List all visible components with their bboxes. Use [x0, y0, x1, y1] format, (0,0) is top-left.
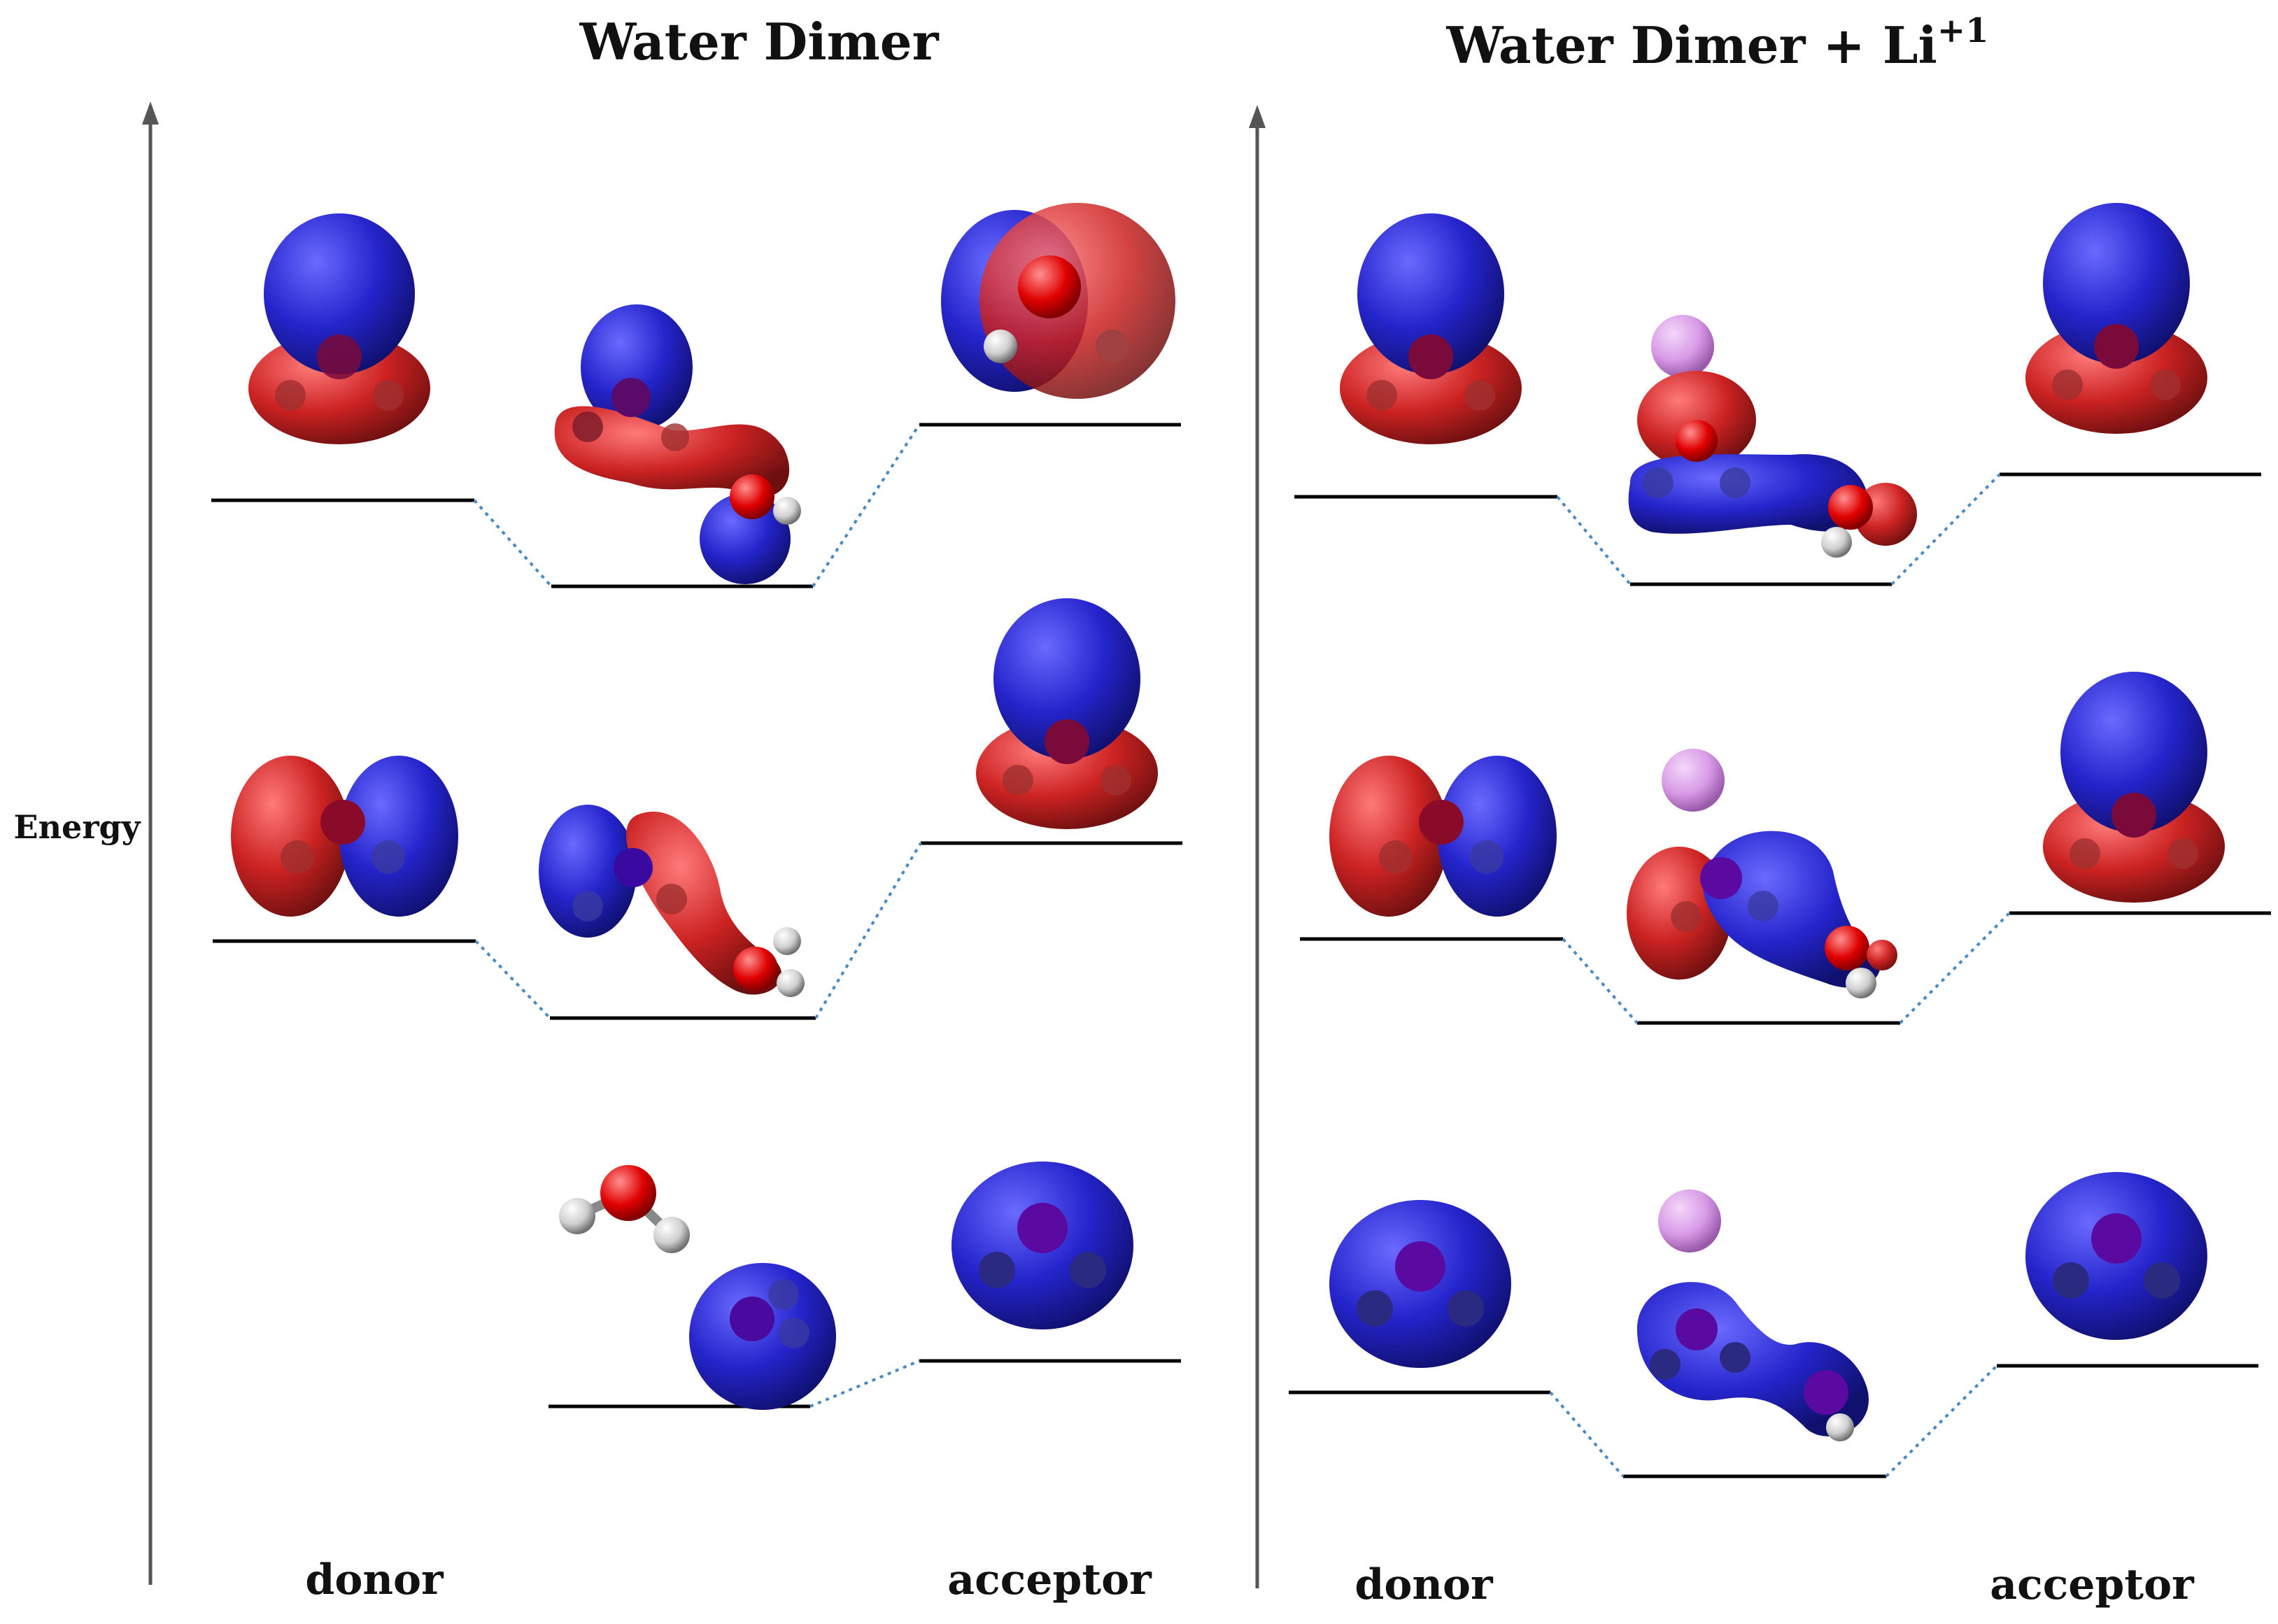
energy-levels-right — [1289, 472, 2271, 1478]
energy-axis-right — [1249, 105, 1266, 1588]
acceptor-label-right: acceptor — [1990, 1560, 2195, 1609]
orbital-dimer-top-li — [1628, 315, 1917, 558]
donor-label-left: donor — [305, 1555, 444, 1604]
orbital-acceptor-mid-li — [2043, 672, 2225, 903]
orbital-donor-mid-li — [1329, 756, 1557, 917]
panel-title-right: Water Dimer + Li+1 — [1445, 11, 1988, 75]
panel-title-right-main: Water Dimer + Li — [1445, 15, 1937, 75]
orbital-acceptor-bottom — [951, 1161, 1133, 1329]
energy-levels-left — [211, 423, 1182, 1408]
orbital-dimer-top — [554, 304, 801, 584]
orbital-acceptor-top-li — [2025, 203, 2207, 434]
connectors-left — [473, 423, 922, 1408]
orbital-dimer-mid — [539, 805, 805, 997]
orbital-dimer-bottom-li — [1637, 1189, 1869, 1441]
acceptor-label-left: acceptor — [947, 1555, 1152, 1604]
orbital-donor-bottom-li — [1329, 1200, 1511, 1368]
orbital-dimer-bottom — [559, 1165, 836, 1410]
panel-title-right-superscript: +1 — [1937, 11, 1989, 50]
orbital-acceptor-bottom-li — [2025, 1172, 2207, 1340]
donor-label-right: donor — [1354, 1560, 1494, 1609]
orbital-dimer-mid-li — [1627, 749, 1897, 998]
orbital-donor-mid — [231, 756, 458, 917]
orbital-donor-top — [248, 213, 430, 444]
connectors-right — [1549, 473, 2011, 1478]
orbital-donor-top-li — [1340, 213, 1522, 444]
orbital-acceptor-mid — [976, 598, 1158, 829]
energy-axis-left — [142, 101, 159, 1585]
panel-title-left: Water Dimer — [579, 12, 939, 71]
energy-axis-label: Energy — [14, 808, 141, 846]
orbital-acceptor-top — [941, 203, 1175, 399]
